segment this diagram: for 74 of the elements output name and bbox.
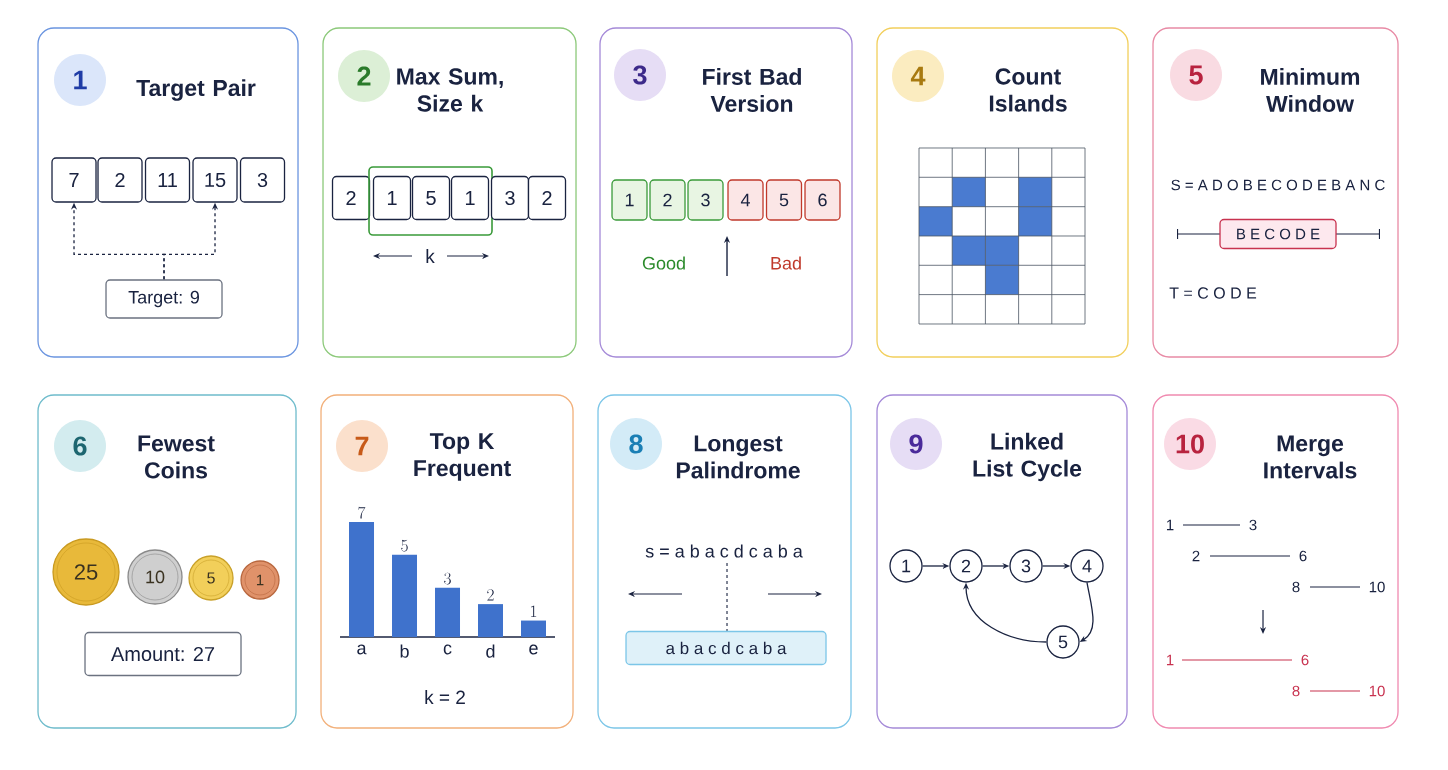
- list-node: 5: [1046, 625, 1080, 659]
- array-cell: 5: [765, 179, 803, 221]
- x-tick-label: c: [443, 644, 452, 655]
- array-cell: 11: [144, 157, 191, 203]
- x-tick-label: d: [486, 644, 495, 658]
- array-cell: 3: [239, 157, 286, 203]
- interval-endpoint: 3: [1249, 519, 1257, 531]
- array-cell: Target: 9: [105, 279, 223, 319]
- x-tick-label: e: [529, 644, 538, 655]
- number-badge: 6: [54, 420, 106, 472]
- array-cell: B E C O D E: [1219, 218, 1337, 250]
- bar-chart: a b c d e 7 5 3 2 1: [339, 506, 556, 658]
- array-cell: 6: [804, 179, 841, 221]
- bar: [435, 587, 461, 637]
- array-cell: 3: [490, 175, 530, 221]
- list-node: 2: [949, 549, 983, 583]
- array-cell: 3: [687, 179, 724, 221]
- interval-endpoint: 1: [1167, 519, 1174, 531]
- interval-endpoint: 10: [1369, 581, 1385, 593]
- array-cell: 2: [331, 175, 371, 221]
- interval-endpoint: 6: [1299, 550, 1307, 562]
- number-badge: 1: [54, 54, 106, 106]
- list-node: 3: [1009, 549, 1043, 583]
- array-cell: 2: [527, 175, 567, 221]
- x-tick-label: a: [357, 644, 367, 655]
- number-badge: 2: [338, 50, 390, 102]
- array-cell: Amount: 27: [84, 631, 242, 677]
- array-cell: 1: [611, 179, 648, 221]
- number-badge: 9: [890, 418, 942, 470]
- array-cell: 1: [450, 175, 490, 221]
- array-cell: a b a c d c a b a: [625, 630, 827, 666]
- data-label: 3: [444, 572, 451, 585]
- number-badge: 7: [336, 420, 388, 472]
- number-badge: 8: [610, 418, 662, 470]
- number-badge: 3: [614, 49, 666, 101]
- array-cell: 1: [372, 175, 412, 221]
- list-node: 4: [1070, 549, 1104, 583]
- number-badge: 5: [1170, 49, 1222, 101]
- array-cell: 2: [97, 157, 143, 203]
- bar: [349, 521, 375, 637]
- coin: 5: [188, 555, 234, 601]
- bar: [478, 604, 504, 637]
- coin: 10: [127, 549, 183, 605]
- string-text: s = a b a c d c a b a: [645, 544, 803, 558]
- array-cell: 7: [51, 157, 97, 203]
- bar: [521, 620, 547, 637]
- interval-endpoint: 2: [1192, 550, 1200, 562]
- status-label: Bad: [771, 256, 801, 270]
- string-text: T = C O D E: [1169, 287, 1257, 299]
- array-cell: 5: [411, 175, 451, 221]
- interval-endpoint: 1: [1167, 654, 1174, 666]
- coin: 1: [240, 560, 280, 600]
- list-node: 1: [889, 549, 923, 583]
- array-cell: 2: [649, 179, 686, 221]
- array-cell: 4: [727, 179, 764, 221]
- window-frame: [368, 166, 493, 236]
- coin: 25: [52, 538, 120, 606]
- array-cell: 15: [192, 157, 238, 203]
- bar: [392, 554, 418, 637]
- string-text: S = A D O B E C O D E B A N C: [1171, 179, 1385, 191]
- status-label: Good: [642, 256, 685, 270]
- interval-endpoint: 8: [1292, 581, 1300, 593]
- data-label: 5: [401, 539, 408, 552]
- formula-text: k = 2: [425, 690, 465, 704]
- data-label: 7: [358, 506, 366, 519]
- number-badge: 10: [1164, 418, 1216, 470]
- interval-endpoint: 10: [1369, 685, 1385, 697]
- x-tick-label: b: [400, 644, 409, 658]
- dimension-label: k: [426, 249, 435, 263]
- data-label: 1: [531, 605, 537, 618]
- interval-endpoint: 8: [1292, 685, 1300, 697]
- number-badge: 4: [892, 50, 944, 102]
- interval-endpoint: 6: [1301, 654, 1309, 666]
- data-label: 2: [487, 589, 494, 601]
